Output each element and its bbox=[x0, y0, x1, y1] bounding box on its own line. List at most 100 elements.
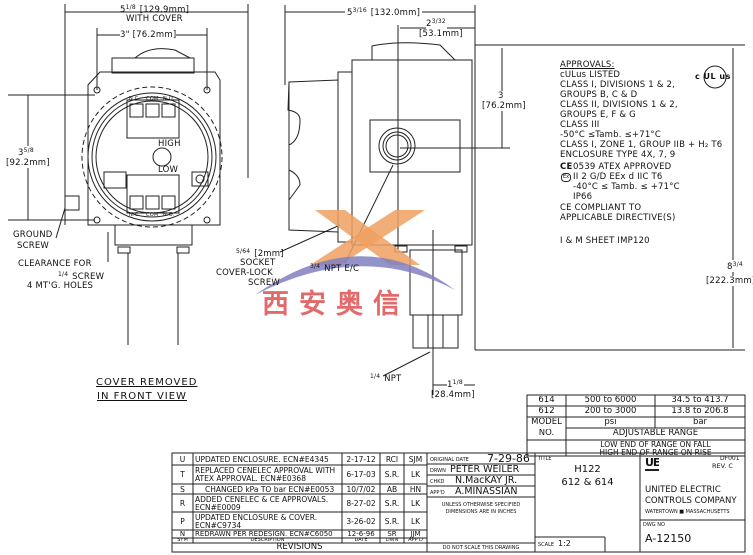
approval-line: CLASS I, ZONE 1, GROUP IIB + H₂ T6 bbox=[560, 140, 723, 150]
rev-dwn: RCI bbox=[385, 455, 399, 464]
original-date: 7-29-86 bbox=[487, 453, 530, 464]
rev-header-desc: DESCRIPTION bbox=[250, 538, 285, 543]
rev-appd: LK bbox=[410, 499, 421, 508]
front-height-dim: 35/8 bbox=[18, 146, 35, 158]
terminal-no-bottom: N.O. bbox=[163, 212, 175, 218]
side-view-drawing bbox=[279, 5, 745, 395]
model-header-2: NO. bbox=[538, 429, 555, 438]
rev-appd: LK bbox=[410, 470, 421, 479]
rev-desc: ECN#C9734 bbox=[195, 521, 242, 530]
approval-line: CLASS II, DIVISIONS 1 & 2, bbox=[560, 100, 678, 110]
bar-range-cell: 13.8 to 206.8 bbox=[671, 407, 729, 416]
rev-header-date: DATE bbox=[354, 538, 368, 543]
conduit-label: 3/4 NPT E/C bbox=[310, 263, 360, 274]
rev-header-sym: SYM bbox=[177, 538, 188, 543]
rev-date: 2-17-12 bbox=[346, 455, 376, 464]
rev-desc: UPDATED ENCLOSURE. ECN#E4345 bbox=[195, 455, 329, 464]
psi-range-cell: 200 to 3000 bbox=[584, 407, 637, 416]
ground-screw-label: GROUND bbox=[13, 230, 53, 240]
rev-sym: U bbox=[179, 455, 186, 464]
conduit-height-mm: [76.2mm] bbox=[482, 101, 526, 111]
original-date-label: ORIGINAL DATE bbox=[430, 457, 469, 463]
table-grid bbox=[171, 394, 746, 553]
rev-date: 3-26-02 bbox=[346, 517, 376, 526]
ground-screw-label-2: SCREW bbox=[17, 241, 50, 251]
terminal-no-top: N.O. bbox=[163, 96, 175, 102]
overall-height-dim: 83/4 bbox=[727, 260, 744, 272]
rev-dwn: AB bbox=[386, 485, 398, 494]
model-header: MODEL bbox=[531, 418, 562, 427]
rev-date: 10/7/02 bbox=[346, 485, 376, 494]
rev-date: 6-17-03 bbox=[346, 470, 376, 479]
rev-sym: R bbox=[179, 499, 186, 508]
approval-line: ENCLOSURE TYPE 4X, 7, 9 bbox=[560, 150, 676, 160]
label-low: LOW bbox=[158, 165, 179, 175]
atex-line: -40°C ≤ Tamb. ≤ +71°C bbox=[573, 182, 680, 192]
rev-header-appd: APP'D bbox=[408, 538, 423, 543]
manual-reference: I & M SHEET IMP120 bbox=[560, 236, 650, 246]
rev-sym: T bbox=[180, 470, 185, 479]
units-note-2: DIMENSIONS ARE IN INCHES bbox=[445, 509, 517, 515]
appd-label: APP'D bbox=[430, 490, 445, 496]
front-width-dim: 51/8 [129.9mm] bbox=[120, 4, 190, 15]
revisions-title: REVISIONS bbox=[276, 543, 323, 552]
drawing-number: A-12150 bbox=[645, 532, 692, 545]
company-name-2: CONTROLS COMPANY bbox=[645, 496, 737, 506]
port-offset-dim: 11/8 bbox=[447, 378, 464, 390]
approval-line: GROUPS E, F & G bbox=[560, 110, 636, 120]
approval-line: CLASS III bbox=[560, 120, 600, 130]
watermark-text: 西安奥信 bbox=[262, 289, 410, 320]
ue-logo: UE bbox=[645, 457, 660, 471]
side-width-dim: 53/16 [132.0mm] bbox=[345, 6, 423, 18]
rev-appd: JJM bbox=[410, 530, 421, 538]
rev-appd: HN bbox=[409, 485, 422, 494]
model-cell: 614 bbox=[538, 396, 555, 405]
approvals-heading: APPROVALS: bbox=[560, 60, 615, 70]
terminal-com-top: COM bbox=[146, 96, 159, 102]
title-label: TITLE bbox=[538, 456, 552, 462]
front-view-drawing bbox=[8, 4, 249, 345]
terminal-com-bottom: COM bbox=[146, 212, 159, 218]
rev-desc: CHANGED kPa TO bar ECN#E0053 bbox=[205, 485, 335, 494]
ce-line: CE COMPLIANT TO bbox=[560, 203, 642, 213]
range-note: LOW END OF RANGE ON FALL bbox=[600, 440, 711, 449]
chkd-label: CHKD bbox=[430, 479, 445, 485]
ex-mark-icon: Ex bbox=[561, 173, 571, 182]
clearance-screw: 1/4 SCREW bbox=[58, 271, 105, 282]
drawing-title: H122 bbox=[574, 464, 601, 475]
rev-dwn: S.R. bbox=[384, 470, 400, 479]
cover-lock-label: COVER-LOCK bbox=[216, 268, 273, 278]
label-high: HIGH bbox=[158, 139, 181, 149]
form-number: DF001 bbox=[720, 455, 740, 462]
company-name: UNITED ELECTRIC bbox=[645, 485, 721, 495]
socket-screw-dim: 5/64 [2mm] bbox=[236, 248, 284, 259]
model-cell: 612 bbox=[538, 407, 555, 416]
revision-level: REV. C bbox=[712, 462, 733, 470]
atex-line: II 2 G/D EEx d IIC T6 bbox=[573, 172, 663, 182]
no-scale-note: DO NOT SCALE THIS DRAWING bbox=[442, 545, 520, 551]
dwg-no-label: DWG NO bbox=[643, 522, 665, 528]
rev-dwn: S.R. bbox=[384, 499, 400, 508]
ce-line: APPLICABLE DIRECTIVE(S) bbox=[560, 213, 676, 223]
approved-by: A.MINASSIAN bbox=[455, 487, 518, 497]
approval-line: cULus LISTED bbox=[560, 70, 621, 80]
psi-range-cell: 500 to 6000 bbox=[584, 396, 637, 405]
ul-mark-circle bbox=[703, 65, 727, 89]
range-note: HIGH END OF RANGE ON RISE bbox=[599, 448, 712, 457]
rev-appd: LK bbox=[410, 517, 421, 526]
rev-header-dwn: DWN bbox=[385, 538, 399, 543]
approval-line: GROUPS B, C & D bbox=[560, 90, 638, 100]
units-note: UNLESS OTHERWISE SPECIFIED bbox=[441, 502, 521, 508]
rev-desc: UPDATED ENCLOSURE & COVER. bbox=[195, 513, 318, 522]
company-location: WATERTOWN ■ MASSACHUSETTS bbox=[645, 509, 730, 515]
pressure-port-label: 1/4 NPT bbox=[370, 373, 402, 384]
drwn-label: DRWN bbox=[430, 468, 446, 474]
terminal-nc-bottom: N.C. bbox=[129, 212, 141, 218]
conduit-height-dim: 3 bbox=[498, 91, 504, 101]
rev-desc: REPLACED CENELEC APPROVAL WITH bbox=[195, 466, 336, 475]
psi-header: psi bbox=[604, 418, 617, 427]
offset-dim-mm: [53.1mm] bbox=[419, 29, 463, 39]
offset-dim: 23/32 bbox=[426, 17, 447, 29]
front-inner-dim: 3" [76.2mm] bbox=[120, 30, 177, 40]
drawing-title-models: 612 & 614 bbox=[561, 477, 614, 488]
